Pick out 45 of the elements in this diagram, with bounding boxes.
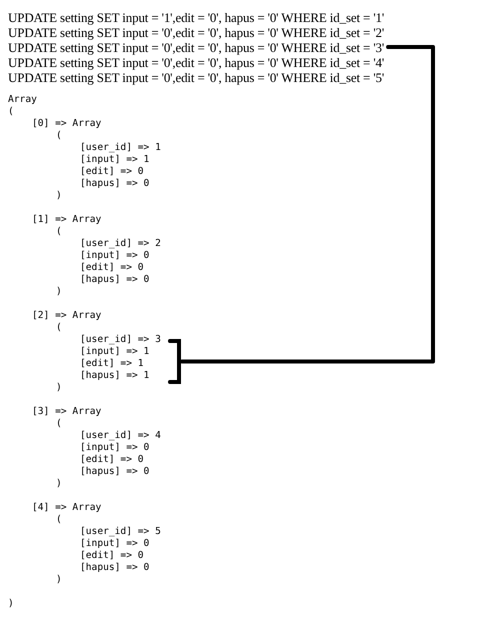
code-line: [1] => Array xyxy=(32,214,102,226)
code-line: [user_id] => 3 xyxy=(80,334,161,346)
code-line: ) xyxy=(56,574,62,586)
code-line: [input] => 1 xyxy=(80,346,150,358)
code-line: ) xyxy=(56,286,62,298)
code-line: ) xyxy=(56,382,62,394)
code-line: [hapus] => 0 xyxy=(80,466,150,478)
code-line: [user_id] => 2 xyxy=(80,238,161,250)
connector-line xyxy=(180,45,435,364)
code-line: ( xyxy=(56,130,62,142)
sql-statement: UPDATE setting SET input = '0',edit = '0', hapus = '0' WHERE id_set = '4' xyxy=(8,54,384,70)
code-line: ( xyxy=(56,322,62,334)
sql-statement: UPDATE setting SET input = '0',edit = '0', hapus = '0' WHERE id_set = '5' xyxy=(8,70,384,84)
sql-statement: UPDATE setting SET input = '0',edit = '0', hapus = '0' WHERE id_set = '3' xyxy=(8,40,384,54)
code-line: ( xyxy=(56,418,62,430)
code-line: [hapus] => 1 xyxy=(80,370,150,382)
code-line: ( xyxy=(56,226,62,238)
code-line: [edit] => 0 xyxy=(80,550,144,562)
code-line: [user_id] => 4 xyxy=(80,430,161,442)
code-line: [hapus] => 0 xyxy=(80,274,150,286)
code-line: ) xyxy=(56,478,62,490)
code-line: ( xyxy=(8,106,14,118)
code-line: [3] => Array xyxy=(32,406,102,418)
code-line: [4] => Array xyxy=(32,502,102,514)
code-line: [0] => Array xyxy=(32,118,102,130)
code-line: [edit] => 0 xyxy=(80,262,144,274)
code-line: ) xyxy=(56,190,62,202)
code-line: [edit] => 0 xyxy=(80,454,144,466)
code-line: [input] => 0 xyxy=(80,442,150,454)
bracket xyxy=(168,338,182,385)
code-line: [hapus] => 0 xyxy=(80,178,150,190)
code-line: ) xyxy=(8,598,14,610)
code-line: [edit] => 0 xyxy=(80,166,144,178)
code-line: [2] => Array xyxy=(32,310,102,322)
code-line: [input] => 1 xyxy=(80,154,150,166)
code-line: [user_id] => 1 xyxy=(80,142,161,154)
sql-statement: UPDATE setting SET input = '1',edit = '0', hapus = '0' WHERE id_set = '1' xyxy=(8,10,384,24)
code-line: Array xyxy=(8,94,37,106)
code-line: [hapus] => 0 xyxy=(80,562,150,574)
code-line: [edit] => 1 xyxy=(80,358,144,370)
code-line: [input] => 0 xyxy=(80,538,150,550)
code-line: ( xyxy=(56,514,62,526)
sql-statement: UPDATE setting SET input = '0',edit = '0', hapus = '0' WHERE id_set = '2' xyxy=(8,24,384,40)
code-line: [input] => 0 xyxy=(80,250,150,262)
code-line: [user_id] => 5 xyxy=(80,526,161,538)
